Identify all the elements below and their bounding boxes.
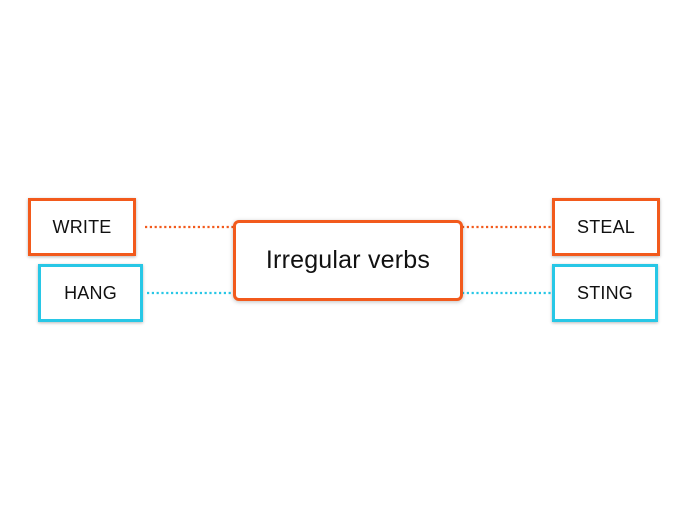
branch-label-write: WRITE bbox=[52, 216, 112, 237]
branch-node-hang[interactable]: HANG bbox=[38, 264, 143, 322]
branch-label-steal: STEAL bbox=[576, 216, 636, 237]
branch-label-hang: HANG bbox=[64, 282, 117, 303]
branch-label-sting: STING bbox=[576, 282, 633, 303]
branch-node-write[interactable]: WRITE bbox=[28, 198, 136, 256]
central-topic-node[interactable]: Irregular verbs bbox=[233, 220, 463, 301]
branch-node-steal[interactable]: STEAL bbox=[552, 198, 660, 256]
central-topic-label: Irregular verbs bbox=[265, 246, 431, 274]
branch-node-sting[interactable]: STING bbox=[552, 264, 658, 322]
